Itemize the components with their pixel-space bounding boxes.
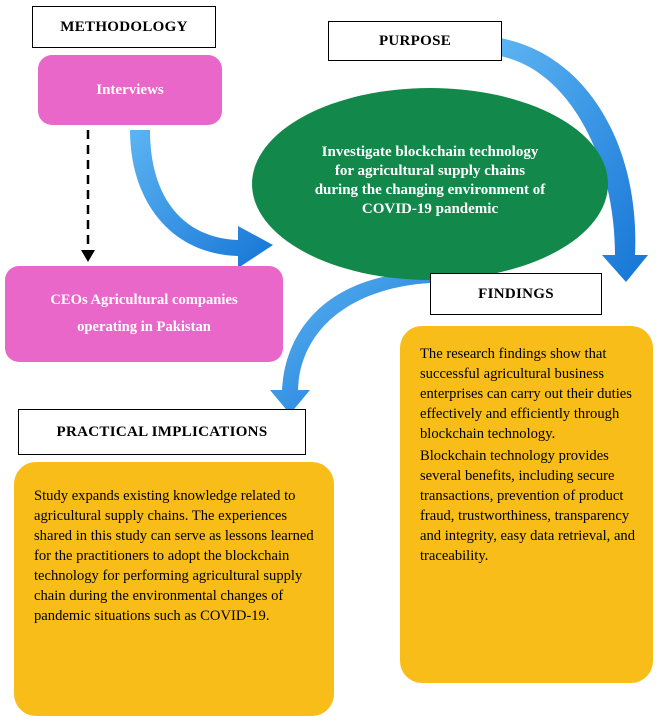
- curved-arrow-interviews-to-purpose: [130, 130, 273, 268]
- interviews-box: Interviews: [38, 55, 222, 125]
- findings-paragraph-1: The research findings show that successf…: [420, 346, 632, 442]
- participants-box: CEOs Agricultural companies operating in…: [5, 266, 283, 362]
- practical-implications-label: PRACTICAL IMPLICATIONS: [18, 409, 306, 455]
- practical-implications-text: Study expands existing knowledge related…: [34, 488, 314, 624]
- findings-paragraph-2: Blockchain technology provides several b…: [420, 448, 636, 564]
- curved-arrow-findings-to-implications: [270, 272, 430, 414]
- findings-box: The research findings show that successf…: [400, 326, 653, 683]
- purpose-label: PURPOSE: [328, 21, 502, 61]
- practical-implications-box: Study expands existing knowledge related…: [14, 462, 334, 716]
- methodology-label: METHODOLOGY: [32, 6, 216, 48]
- purpose-ellipse: Investigate blockchain technology for ag…: [252, 88, 608, 280]
- dashed-arrow-down: [81, 130, 95, 262]
- curved-arrow-purpose-to-findings: [500, 38, 648, 282]
- findings-label: FINDINGS: [430, 273, 602, 315]
